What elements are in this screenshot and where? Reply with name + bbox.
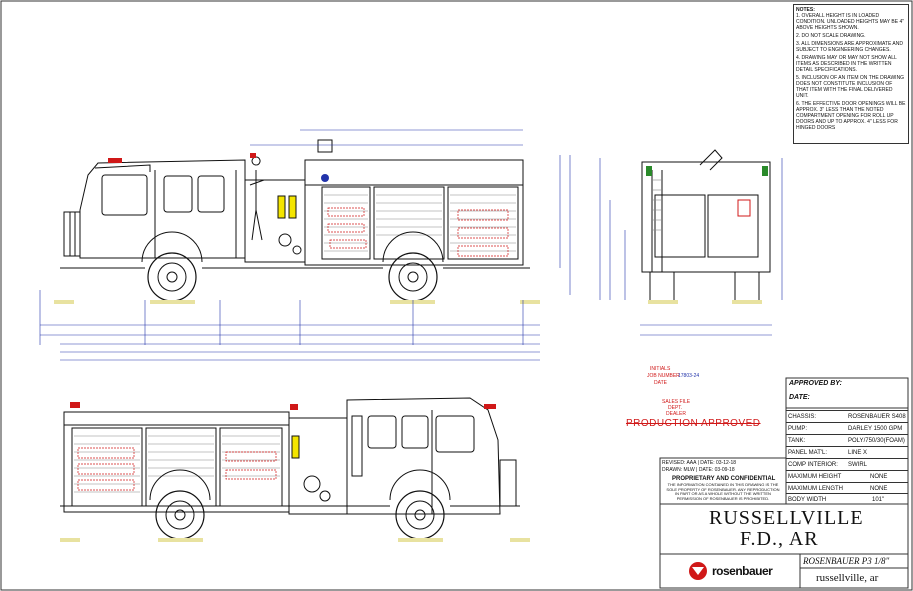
job-number-label: JOB NUMBER bbox=[647, 373, 680, 379]
note-item: 1. OVERALL HEIGHT IS IN LOADED CONDITION… bbox=[796, 13, 904, 31]
spec-row: CHASSIS:ROSENBAUER S408 bbox=[786, 410, 908, 423]
spec-row: PUMP:DARLEY 1500 GPM bbox=[786, 422, 908, 435]
spec-row: PANEL MAT'L:LINE X bbox=[786, 446, 908, 459]
customer-line-2: F.D., AR bbox=[740, 528, 819, 550]
production-approved-stamp: PRODUCTION APPROVED bbox=[626, 418, 761, 429]
note-item: 6. THE EFFECTIVE DOOR OPENINGS WILL BE A… bbox=[796, 101, 906, 131]
note-item: 2. DO NOT SCALE DRAWING. bbox=[796, 33, 866, 39]
rear-view bbox=[641, 149, 771, 303]
model-label: ROSENBAUER P3 1/8" bbox=[803, 556, 890, 566]
side-view-officer bbox=[60, 139, 530, 302]
notes-title: NOTES: bbox=[796, 7, 815, 13]
side-view-driver bbox=[60, 397, 520, 540]
proprietary-body: THE INFORMATION CONTAINED IN THIS DRAWIN… bbox=[666, 482, 780, 501]
date-label: DATE bbox=[654, 380, 667, 386]
spec-row: TANK:POLY/750/30(FOAM) bbox=[786, 434, 908, 447]
title-block-frame bbox=[659, 377, 909, 589]
dealer-label: DEALER bbox=[666, 411, 687, 417]
initials-label: INITIALS bbox=[650, 366, 671, 372]
sales-file-label: SALES FILE bbox=[662, 399, 691, 405]
drawn-line: DRAWN: MLW | DATE: 03-09-18 bbox=[662, 467, 735, 473]
job-number-value: 17803-24 bbox=[678, 373, 700, 379]
revised-line: REVISED: AAA | DATE: 03-12-18 bbox=[662, 460, 737, 466]
note-item: 4. DRAWING MAY OR MAY NOT SHOW ALL ITEMS… bbox=[796, 55, 897, 73]
drawing-name: russellville, ar bbox=[816, 572, 879, 584]
proprietary-title: PROPRIETARY AND CONFIDENTIAL bbox=[672, 476, 776, 482]
customer-line-1: RUSSELLVILLE bbox=[709, 507, 864, 529]
dept-label: DEPT. bbox=[668, 405, 683, 411]
brand-wordmark: rosenbauer bbox=[712, 564, 773, 578]
approval-date-label: DATE: bbox=[789, 394, 810, 401]
note-item: 3. ALL DIMENSIONS ARE APPROXIMATE AND SU… bbox=[796, 41, 903, 53]
spec-row: COMP INTERIOR:SWIRL bbox=[786, 458, 908, 471]
note-item: 5. INCLUSION OF AN ITEM ON THE DRAWING D… bbox=[796, 75, 905, 99]
notes-panel: NOTES: 1. OVERALL HEIGHT IS IN LOADED CO… bbox=[793, 4, 909, 144]
approved-by-label: APPROVED BY: bbox=[789, 380, 842, 387]
